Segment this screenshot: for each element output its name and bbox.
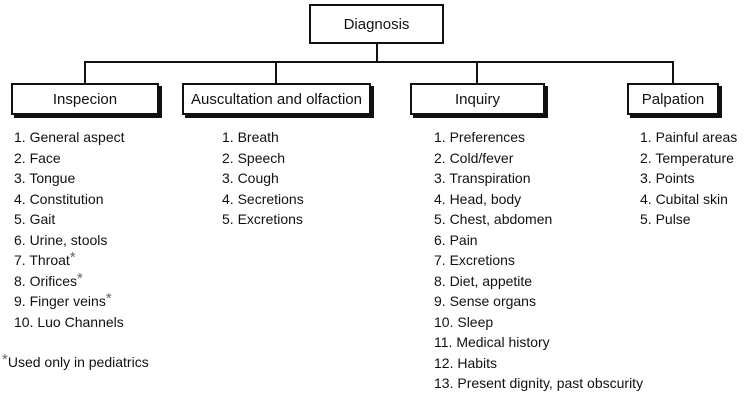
list-item: 6. Urine, stools bbox=[14, 230, 125, 251]
list-item: 5. Pulse bbox=[640, 209, 737, 230]
list-item: 8. Orifices* bbox=[14, 269, 125, 292]
list-item-text: 7. Excretions bbox=[434, 252, 515, 268]
pediatric-asterisk: * bbox=[69, 249, 76, 266]
list-item-text: 5. Gait bbox=[14, 211, 56, 227]
pediatric-asterisk: * bbox=[105, 290, 112, 307]
list-item: 3. Transpiration bbox=[434, 168, 643, 189]
list-item-text: 4. Cubital skin bbox=[640, 190, 728, 207]
list-item-text: 9. Finger veins bbox=[14, 293, 106, 309]
list-item: 12. Habits bbox=[434, 353, 643, 374]
list-item-text: 5. Chest, abdomen bbox=[434, 211, 553, 227]
list-item-text: 1. General aspect bbox=[14, 129, 125, 145]
list-item-text: 3. Points bbox=[640, 170, 695, 186]
list-item: 5. Gait bbox=[14, 209, 125, 230]
list-item: 3. Tongue bbox=[14, 168, 125, 189]
list-item-text: 6. Urine, stools bbox=[14, 231, 108, 248]
list-item: 3. Cough bbox=[222, 168, 304, 189]
inspecion-list: 1. General aspect 2. Face 3. Tongue 4. Cons… bbox=[14, 127, 125, 332]
category-label: Auscultation and olfaction bbox=[191, 90, 362, 108]
list-item-text: 4. Secretions bbox=[222, 190, 304, 207]
list-item: 4. Secretions bbox=[222, 189, 304, 210]
list-item-text: 11. Medical history bbox=[434, 334, 550, 350]
list-item-text: 2. Temperature bbox=[640, 149, 734, 166]
list-item-text: 2. Face bbox=[14, 149, 61, 166]
list-item: 9. Finger veins* bbox=[14, 290, 125, 312]
root-label: Diagnosis bbox=[343, 15, 410, 33]
footnote: *Used only in pediatrics bbox=[2, 351, 149, 371]
list-item: 9. Sense organs bbox=[434, 291, 643, 312]
list-item: 4. Constitution bbox=[14, 189, 125, 210]
list-item: 1. Preferences bbox=[434, 127, 643, 148]
list-item-text: 8. Diet, appetite bbox=[434, 272, 533, 289]
list-item-text: 3. Transpiration bbox=[434, 170, 531, 186]
palpation-list: 1. Painful areas 2. Temperature 3. Points 4… bbox=[640, 127, 737, 230]
list-item: 10. Luo Channels bbox=[14, 312, 125, 333]
category-label: Palpation bbox=[641, 90, 705, 108]
pediatric-asterisk: * bbox=[77, 269, 83, 287]
footnote-text: Used only in pediatrics bbox=[7, 354, 149, 370]
list-item-text: 10. Luo Channels bbox=[14, 313, 124, 330]
list-item-text: 12. Habits bbox=[434, 354, 498, 371]
list-item-text: 4. Constitution bbox=[14, 190, 104, 207]
list-item: 11. Medical history bbox=[434, 332, 643, 353]
list-item: 3. Points bbox=[640, 168, 737, 189]
list-item-text: 7. Throat bbox=[14, 252, 70, 268]
list-item: 6. Pain bbox=[434, 230, 643, 251]
category-inspecion: Inspecion bbox=[11, 83, 159, 115]
list-item: 8. Diet, appetite bbox=[434, 271, 643, 292]
list-item-text: 3. Tongue bbox=[14, 170, 76, 186]
list-item: 13. Present dignity, past obscurity bbox=[434, 373, 643, 394]
list-item-text: 13. Present dignity, past obscurity bbox=[434, 375, 644, 391]
list-item: 1. Breath bbox=[222, 127, 304, 148]
list-item-text: 2. Speech bbox=[222, 149, 286, 166]
asterisk-mark: * bbox=[2, 351, 8, 368]
list-item-text: 10. Sleep bbox=[434, 313, 494, 330]
list-item-text: 1. Preferences bbox=[434, 129, 526, 145]
list-item: 2. Temperature bbox=[640, 148, 737, 169]
list-item: 2. Cold/fever bbox=[434, 148, 643, 169]
category-inquiry: Inquiry bbox=[410, 83, 545, 115]
list-item: 7. Excretions bbox=[434, 250, 643, 271]
list-item: 7. Throat* bbox=[14, 249, 125, 271]
list-item-text: 4. Head, body bbox=[434, 190, 522, 207]
list-item: 1. Painful areas bbox=[640, 127, 737, 148]
list-item: 2. Speech bbox=[222, 148, 304, 169]
list-item: 10. Sleep bbox=[434, 312, 643, 333]
list-item: 2. Face bbox=[14, 148, 125, 169]
list-item: 4. Cubital skin bbox=[640, 189, 737, 210]
list-item-text: 9. Sense organs bbox=[434, 293, 536, 309]
list-item-text: 8. Orifices bbox=[14, 272, 78, 289]
auscultation-list: 1. Breath 2. Speech 3. Cough 4. Secretions 5… bbox=[222, 127, 304, 230]
list-item-text: 6. Pain bbox=[434, 231, 478, 248]
list-item-text: 1. Breath bbox=[222, 129, 279, 145]
list-item-text: 5. Excretions bbox=[222, 211, 303, 227]
category-label: Inspecion bbox=[52, 90, 118, 108]
inquiry-list: 1. Preferences 2. Cold/fever 3. Transpirat… bbox=[434, 127, 643, 394]
list-item: 4. Head, body bbox=[434, 189, 643, 210]
root-node: Diagnosis bbox=[309, 4, 444, 44]
list-item-text: 2. Cold/fever bbox=[434, 149, 514, 166]
list-item: 1. General aspect bbox=[14, 127, 125, 148]
category-auscultation: Auscultation and olfaction bbox=[182, 83, 371, 115]
list-item-text: 1. Painful areas bbox=[640, 129, 738, 145]
list-item: 5. Excretions bbox=[222, 209, 304, 230]
category-label: Inquiry bbox=[454, 90, 501, 108]
list-item-text: 3. Cough bbox=[222, 170, 279, 186]
list-item-text: 5. Pulse bbox=[640, 211, 691, 227]
category-palpation: Palpation bbox=[627, 83, 719, 115]
list-item: 5. Chest, abdomen bbox=[434, 209, 643, 230]
